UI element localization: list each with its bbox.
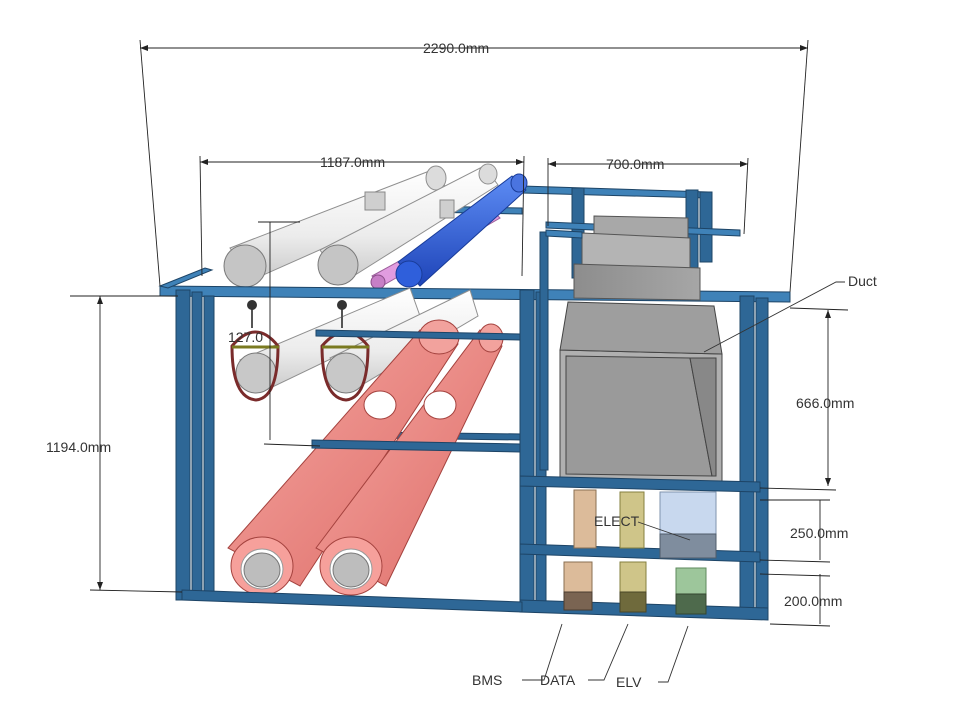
hidden-dimension-label: 127.0 <box>228 329 263 345</box>
bms-label: BMS <box>472 672 502 688</box>
rack-front-frame <box>175 289 523 613</box>
label-leaders <box>522 281 845 683</box>
overall-width-label: 2290.0mm <box>423 40 489 56</box>
overall-height-label: 1194.0mm <box>46 439 111 455</box>
duct-bay-width-label: 700.0mm <box>606 156 664 172</box>
pipe-rack-width-label: 1187.0mm <box>320 154 385 170</box>
elv-label: ELV <box>616 674 642 690</box>
tray-lower-height-label: 200.0mm <box>784 593 842 609</box>
upper-pipes <box>223 163 528 290</box>
duct-height-label: 666.0mm <box>796 395 854 411</box>
cable-trays <box>563 489 717 615</box>
dimension-lines <box>70 39 849 627</box>
data-label: DATA <box>540 672 576 688</box>
duct <box>559 215 723 485</box>
tray-upper-height-label: 250.0mm <box>790 525 848 541</box>
pink-pipes <box>227 319 504 596</box>
duct-label: Duct <box>848 273 877 289</box>
elect-label: ELECT <box>594 513 640 529</box>
